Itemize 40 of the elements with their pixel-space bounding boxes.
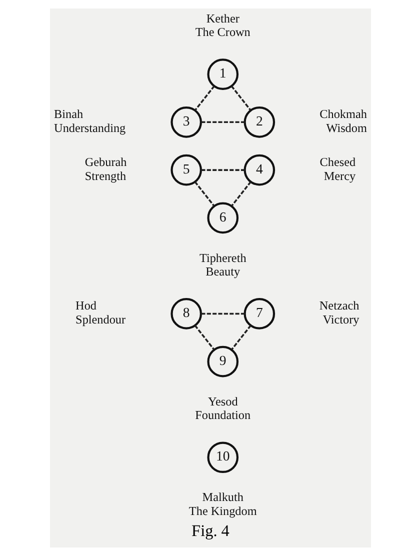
node-label: Malkuth bbox=[202, 490, 243, 504]
node-label: The Crown bbox=[194, 25, 250, 40]
node-label: Hod bbox=[75, 298, 96, 313]
node-circle: 4 bbox=[243, 154, 275, 186]
caption: Fig. 4 bbox=[191, 522, 229, 540]
node-circle: 2 bbox=[243, 106, 275, 138]
node-label: Wisdom bbox=[326, 120, 366, 135]
node-label: Splendour bbox=[75, 312, 126, 326]
connector bbox=[200, 121, 244, 124]
node-circle: 9 bbox=[206, 346, 238, 378]
node-circle: 3 bbox=[170, 106, 202, 138]
node-label: Chokmah bbox=[319, 107, 366, 122]
node-label: Chesed bbox=[319, 154, 356, 169]
node-label: Strength bbox=[84, 168, 126, 183]
node-label: Beauty bbox=[205, 264, 240, 279]
node-circle: 6 bbox=[206, 202, 238, 234]
node-label: Foundation bbox=[194, 408, 250, 422]
node-label: Tiphereth bbox=[198, 250, 246, 265]
connector bbox=[194, 324, 214, 350]
node-label: Yesod bbox=[207, 394, 238, 408]
connector bbox=[194, 86, 214, 111]
node-label: The Kingdom bbox=[188, 504, 256, 518]
connector bbox=[230, 324, 251, 350]
node-circle: 7 bbox=[243, 298, 275, 330]
node-circle: 8 bbox=[170, 298, 202, 330]
connector bbox=[200, 169, 244, 171]
node-circle: 1 bbox=[206, 58, 238, 90]
connector bbox=[200, 312, 244, 315]
node-circle: 5 bbox=[170, 154, 202, 186]
node-label: Mercy bbox=[323, 168, 356, 183]
node-label: Netzach bbox=[318, 298, 359, 313]
connector bbox=[194, 181, 214, 206]
connector bbox=[230, 181, 251, 206]
node-circle: 10 bbox=[206, 442, 238, 474]
node-label: Understanding bbox=[54, 120, 126, 135]
node-label: Kether bbox=[206, 11, 239, 26]
node-label: Victory bbox=[322, 312, 359, 326]
node-label: Binah bbox=[54, 107, 83, 122]
node-label: Geburah bbox=[84, 154, 126, 169]
connector bbox=[230, 86, 251, 111]
